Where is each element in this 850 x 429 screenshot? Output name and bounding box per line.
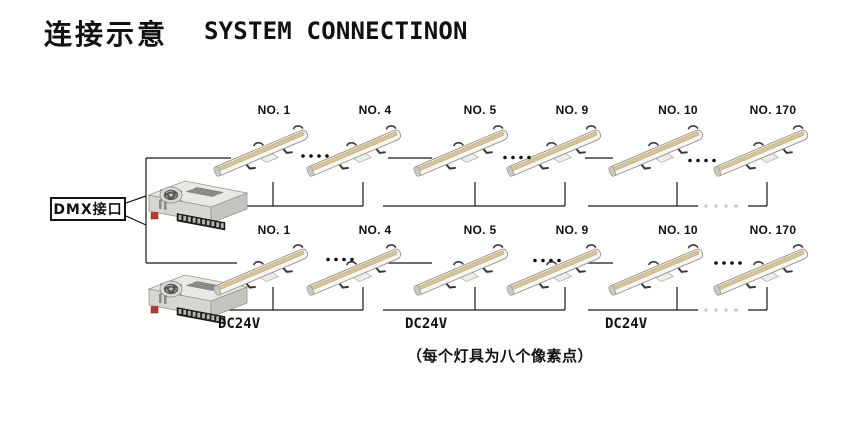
page-title-zh: 连接示意 bbox=[44, 18, 169, 51]
power-bus-top bbox=[217, 182, 768, 207]
power-supply-icon bbox=[148, 180, 248, 231]
power-bus-bottom bbox=[217, 287, 768, 311]
fixture-label: NO. 5 bbox=[463, 223, 497, 237]
led-bar bbox=[302, 241, 406, 303]
dmx-trunk-wire bbox=[125, 157, 613, 264]
wiring bbox=[125, 157, 768, 311]
led-bar bbox=[709, 241, 813, 303]
led-bar bbox=[209, 122, 313, 184]
led-bar bbox=[502, 122, 606, 184]
fixture-label: NO. 170 bbox=[749, 223, 797, 237]
led-bar bbox=[409, 241, 513, 303]
dmx-interface-label: DMX接口 bbox=[53, 202, 123, 218]
psu-voltage-label: DC24V bbox=[218, 316, 261, 332]
led-bar bbox=[502, 241, 606, 303]
led-bar bbox=[709, 122, 813, 184]
fixture-label: NO. 10 bbox=[658, 223, 698, 237]
fixture-label: NO. 9 bbox=[555, 223, 589, 237]
fixture-label: NO. 1 bbox=[257, 223, 291, 237]
led-bar bbox=[409, 122, 513, 184]
fixture-label: NO. 5 bbox=[463, 103, 497, 117]
fixture-label: NO. 4 bbox=[358, 103, 392, 117]
continuation-dots bbox=[704, 204, 738, 312]
fixture-label: NO. 170 bbox=[749, 103, 797, 117]
fixture-label: NO. 1 bbox=[257, 103, 291, 117]
fixture-label: NO. 10 bbox=[658, 103, 698, 117]
psu-voltage-label: DC24V bbox=[405, 316, 448, 332]
fixture-label: NO. 9 bbox=[555, 103, 589, 117]
ellipsis-dots bbox=[301, 154, 742, 265]
led-bar bbox=[302, 122, 406, 184]
pixel-note: （每个灯具为八个像素点） bbox=[407, 347, 594, 365]
led-bar bbox=[604, 241, 708, 303]
page-title-en: SYSTEM CONNECTINON bbox=[204, 17, 468, 45]
fixture-label: NO. 4 bbox=[358, 223, 392, 237]
led-bar bbox=[604, 122, 708, 184]
dmx-interface-box: DMX接口 bbox=[50, 197, 126, 221]
psu-voltage-label: DC24V bbox=[605, 316, 648, 332]
